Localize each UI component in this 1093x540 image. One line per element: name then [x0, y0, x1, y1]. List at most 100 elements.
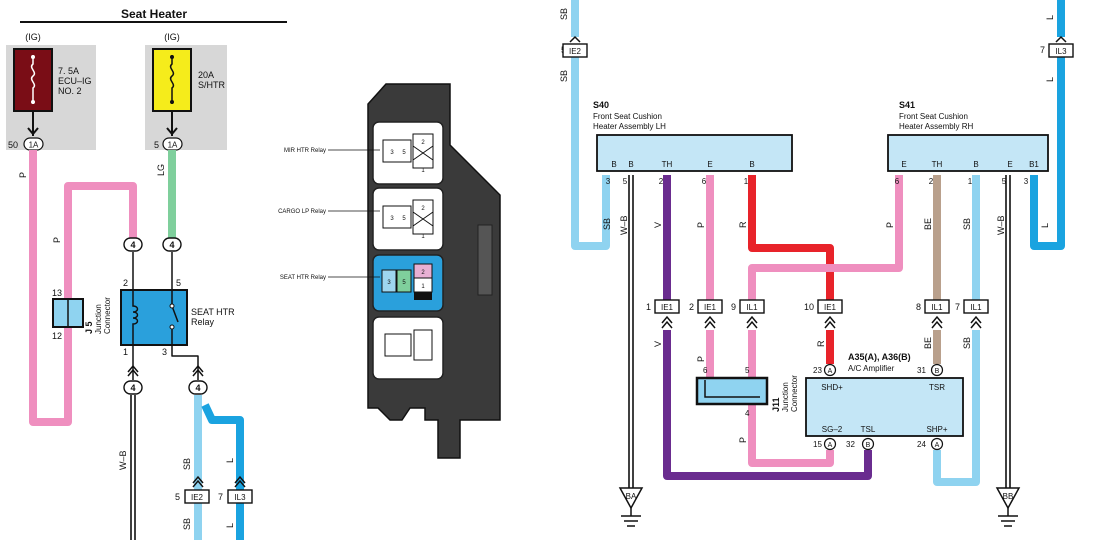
mir-pin-5: 5: [402, 150, 406, 156]
amp-pin-a3-circle: [930, 437, 944, 451]
j11-pin-5: 5: [745, 366, 750, 375]
jc-oval-4: [188, 380, 208, 395]
rlabel-sb-a: SB: [602, 218, 612, 230]
wire-wb-left: [130, 395, 136, 540]
rlabel-be-a: BE: [923, 218, 933, 230]
ground-ba-triangle: [618, 487, 644, 510]
rlabel-p-a: P: [696, 222, 706, 228]
ie2-left-conn: [184, 489, 210, 504]
seat-pin-2: 2: [421, 270, 425, 276]
s40-term-b3: B: [749, 160, 754, 169]
label-l-top1: L: [1045, 15, 1055, 20]
mir-relay-icon-a: [382, 139, 412, 163]
amp-pin-a3-label: A: [935, 442, 940, 449]
rlabel-p-c: P: [738, 437, 748, 443]
conn-6-arrow-icon: [970, 315, 982, 329]
s41-name2: Heater Assembly RH: [899, 122, 973, 131]
wire-v-lower: [663, 330, 872, 480]
s41-name1: Front Seat Cushion: [899, 112, 968, 121]
s40-pin-6: 6: [702, 177, 707, 186]
amp-pin-32: 32: [846, 440, 855, 449]
il3-top-pin: 7: [1040, 45, 1045, 55]
fuse1-name2: NO. 2: [58, 86, 82, 96]
il3-left-pin: 7: [218, 492, 223, 502]
conn-5-box: [924, 299, 950, 314]
amp-pin-b2-circle: [861, 437, 875, 451]
j11-connector: [695, 376, 769, 406]
fuse2-name1: S/HTR: [198, 80, 226, 90]
s41-pin-3: 3: [1024, 177, 1029, 186]
fuse2-ig: (IG): [164, 32, 180, 42]
conn-3-il1: 9 IL1: [731, 299, 765, 329]
label-sb1: SB: [182, 458, 192, 470]
label-mir-htr-relay: MIR HTR Relay: [284, 148, 326, 154]
wire-l-left: [201, 403, 244, 540]
label-sb-top1: SB: [559, 8, 569, 20]
seat-pin-3: 3: [387, 280, 391, 286]
right-wires: [571, 0, 1065, 488]
cargo-pin-5: 5: [402, 216, 406, 222]
fuse1-conn-label: 1A: [29, 141, 39, 150]
label-p2: P: [52, 237, 62, 243]
amp-pin-a2-circle: [823, 437, 837, 451]
label-sb-top2: SB: [559, 70, 569, 82]
fuse2-element-icon: [169, 55, 175, 104]
conn-1-label: IE1: [661, 303, 674, 312]
conn-4-box: [817, 299, 843, 314]
jc-oval-4-label: 4: [195, 383, 200, 393]
rlabel-v-b: V: [653, 341, 663, 347]
arrow-icon-il3-left: [234, 475, 246, 488]
label-l-top2: L: [1045, 77, 1055, 82]
conn-5-arrow-icon: [931, 315, 943, 329]
fuse1-element-icon: [30, 55, 36, 104]
amp-pin-b-label: B: [935, 368, 940, 375]
s41-term-e1: E: [901, 160, 906, 169]
cargo-relay-cross: [412, 211, 434, 227]
fuse1-dot-bottom: [31, 100, 35, 104]
fuse2-dot-top: [170, 55, 174, 59]
mir-pin-1: 1: [421, 168, 425, 174]
rlabel-sb-b: SB: [962, 218, 972, 230]
conn-3-pin: 9: [731, 302, 736, 312]
s40-name2: Heater Assembly LH: [593, 122, 666, 131]
seat-pin-5: 5: [402, 280, 406, 286]
fuse2-dot-bottom: [170, 100, 174, 104]
amp-pin-23: 23: [813, 366, 822, 375]
ie2-left-label: IE2: [191, 493, 204, 502]
relay-block: [367, 83, 501, 459]
wire-relay-jc4: [171, 345, 199, 380]
cargo-relay-icon-b: [412, 199, 434, 235]
s40-term-e: E: [707, 160, 712, 169]
conn-2-arrow-icon: [704, 315, 716, 329]
fuse1-arrow-icon: [27, 127, 39, 136]
ground-ba-label: BA: [626, 492, 637, 501]
conn-6-il1: 7 IL1: [955, 299, 989, 329]
jc-oval-2-label: 4: [169, 240, 174, 250]
relay-switch-contact-a: [169, 303, 175, 309]
conn-1-arrow-icon: [661, 315, 673, 329]
rlabel-wb-b: W–B: [996, 215, 1006, 235]
jc-oval-1: [123, 237, 143, 252]
s41-pin-5: 5: [1002, 177, 1007, 186]
s40-pin-2: 2: [659, 177, 664, 186]
amp-term-tsr: TSR: [929, 383, 945, 392]
ie2-top-label: IE2: [569, 47, 582, 56]
fuse2-arrow-icon: [166, 127, 178, 136]
seat-relay-pin-dark: [414, 292, 432, 300]
il3-left-conn: [227, 489, 253, 504]
conn-4-arrow-icon: [824, 315, 836, 329]
conn-3-box: [739, 299, 765, 314]
mir-relay-cross: [412, 145, 434, 161]
s40-pin-5: 5: [623, 177, 628, 186]
empty-slot-icon-a: [384, 333, 412, 357]
rlabel-r-b: R: [816, 340, 826, 347]
s40-terms: B B TH E B: [611, 160, 754, 169]
s40-pin-1: 1: [744, 177, 749, 186]
ground-bb-label: BB: [1003, 492, 1014, 501]
relay-block-side-tab: [477, 224, 493, 296]
s40-name1: Front Seat Cushion: [593, 112, 662, 121]
s41-pins: 6 2 1 5 3: [895, 177, 1029, 186]
conn-5-pin: 8: [916, 302, 921, 312]
s41-body: [887, 134, 1049, 172]
